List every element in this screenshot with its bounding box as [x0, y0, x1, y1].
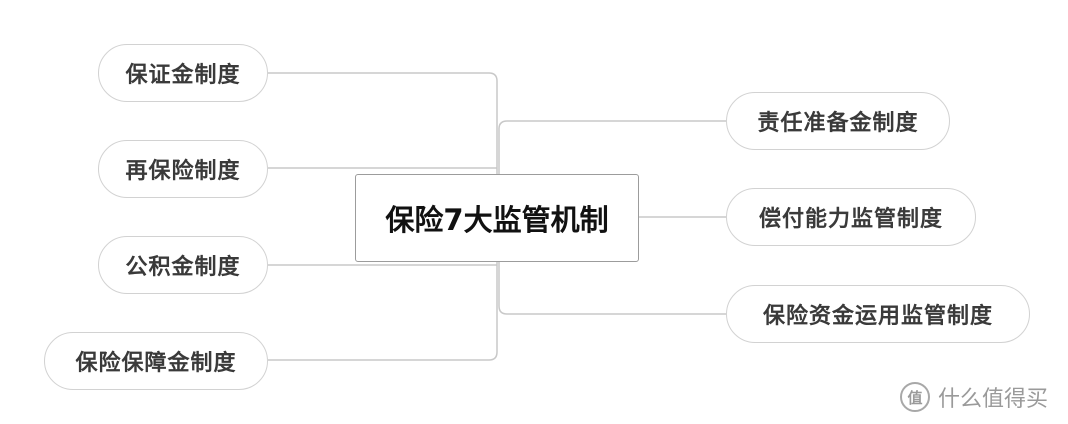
- watermark-text: 什么值得买: [938, 387, 1049, 412]
- watermark: 值 什么值得买: [900, 378, 1048, 416]
- branch-label: 责任准备金制度: [757, 111, 919, 136]
- branch-node-right-1[interactable]: 责任准备金制度: [726, 92, 950, 150]
- branch-label: 偿付能力监管制度: [758, 207, 943, 232]
- branch-node-left-1[interactable]: 保证金制度: [98, 44, 268, 102]
- branch-node-right-3[interactable]: 保险资金运用监管制度: [726, 285, 1030, 343]
- branch-label: 保证金制度: [125, 63, 241, 88]
- branch-node-right-2[interactable]: 偿付能力监管制度: [726, 188, 976, 246]
- branch-label: 保险资金运用监管制度: [762, 304, 993, 329]
- branch-node-left-2[interactable]: 再保险制度: [98, 140, 268, 198]
- branch-node-left-4[interactable]: 保险保障金制度: [44, 332, 268, 390]
- smzdm-logo-icon: 值: [900, 382, 930, 412]
- branch-label: 公积金制度: [125, 255, 241, 280]
- branch-node-left-3[interactable]: 公积金制度: [98, 236, 268, 294]
- branch-label: 再保险制度: [125, 159, 241, 184]
- center-topic-label: 保险7大监管机制: [385, 203, 609, 237]
- center-topic-node[interactable]: 保险7大监管机制: [355, 174, 639, 262]
- branch-label: 保险保障金制度: [75, 351, 237, 376]
